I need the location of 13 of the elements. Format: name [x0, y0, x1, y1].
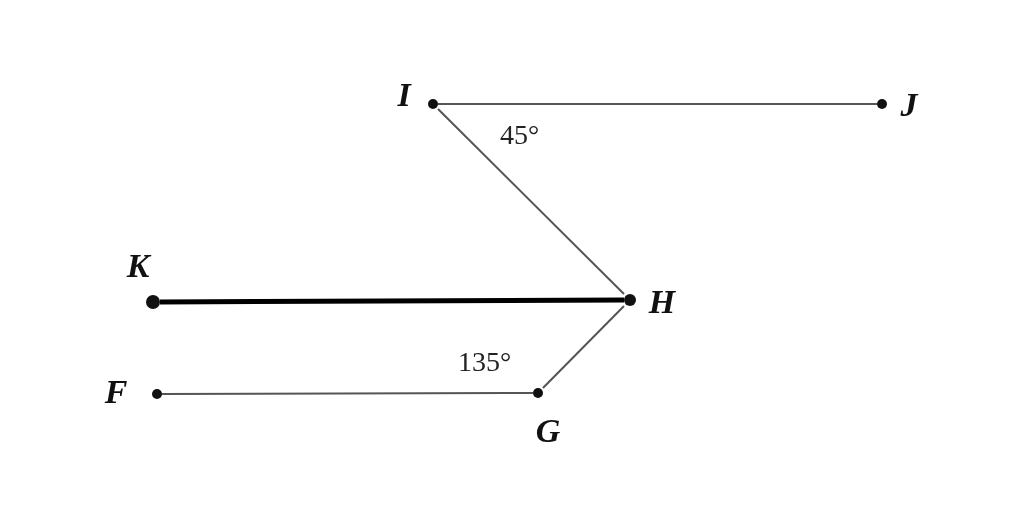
line-segment	[161, 392, 534, 395]
angle-label: 45°	[500, 120, 540, 150]
point-label: I	[396, 78, 413, 112]
point-label: K	[125, 249, 152, 283]
point-label: H	[648, 285, 676, 319]
angle-label: 135°	[458, 347, 512, 377]
point-label: J	[899, 88, 920, 122]
line-segment	[541, 305, 625, 389]
line-segment	[437, 103, 878, 105]
point-label: F	[103, 375, 129, 409]
point-label: G	[534, 414, 562, 448]
line-segment	[437, 107, 625, 296]
line-segment	[160, 297, 624, 305]
